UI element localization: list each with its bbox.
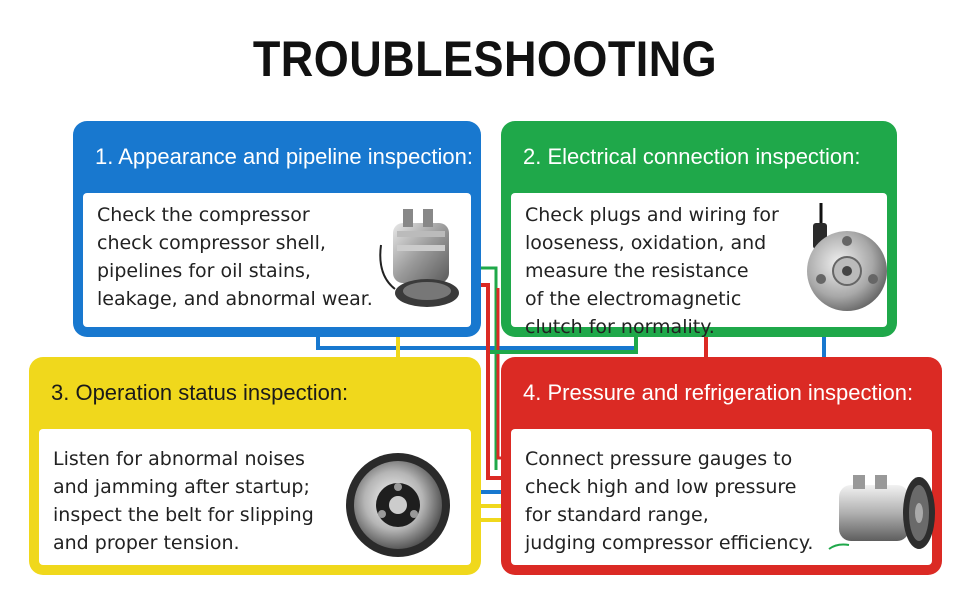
card-text: Listen for abnormal noises and jamming a… [53, 448, 314, 554]
clutch-pulley-icon [346, 453, 450, 557]
card-heading: 1. Appearance and pipeline inspection: [95, 144, 473, 169]
card-heading: 2. Electrical connection inspection: [523, 144, 861, 169]
compressor-clutch-wiring-icon [807, 203, 887, 311]
card-pressure-inspection: 4. Pressure and refrigeration inspection… [501, 357, 942, 575]
card-text: Connect pressure gauges to check high an… [525, 448, 814, 554]
card-text: Check the compressor check compressor sh… [97, 204, 373, 310]
card-text: Check plugs and wiring for looseness, ox… [525, 204, 779, 338]
card-operation-inspection: 3. Operation status inspection: Listen f… [29, 357, 481, 575]
card-appearance-inspection: 1. Appearance and pipeline inspection: C… [73, 121, 481, 337]
compressor-side-icon [828, 475, 935, 550]
card-heading: 3. Operation status inspection: [51, 380, 349, 405]
card-electrical-inspection: 2. Electrical connection inspection: Che… [501, 121, 897, 338]
card-heading: 4. Pressure and refrigeration inspection… [523, 380, 914, 405]
compressor-front-icon [379, 209, 459, 307]
page-title: TROUBLESHOOTING [252, 31, 718, 87]
